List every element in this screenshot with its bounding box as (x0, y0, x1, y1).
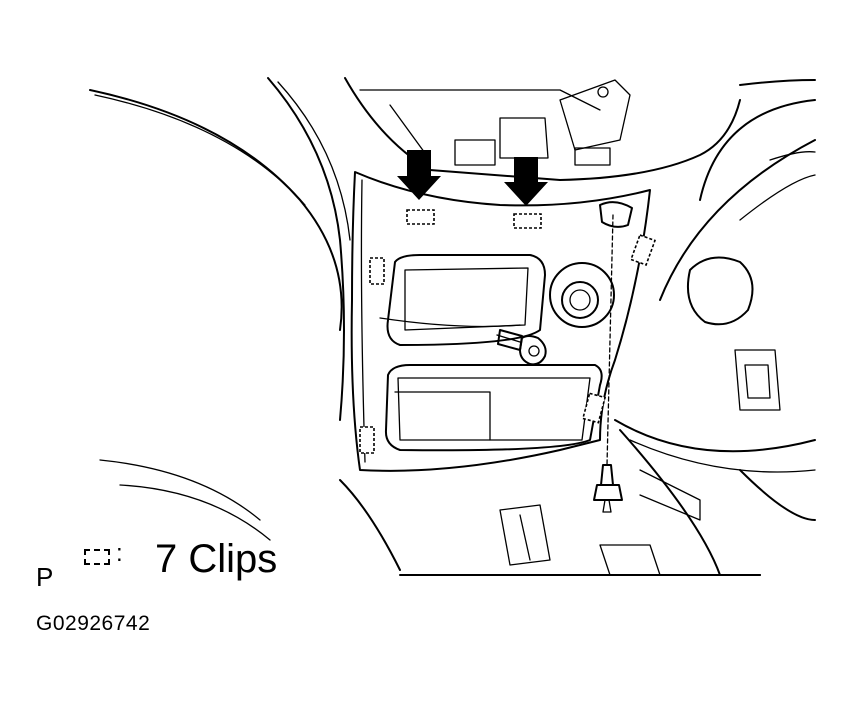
clip-icon (406, 209, 435, 225)
legend-separator: : (116, 540, 123, 567)
clip-icon (581, 392, 607, 424)
clip-markers (359, 209, 656, 454)
push-arrow-left-icon (397, 150, 441, 200)
figure-code: G02926742 (36, 612, 151, 635)
dashed-clip-icon (84, 549, 110, 565)
clip-icon (369, 257, 385, 285)
push-arrow-right-icon (504, 157, 548, 206)
bolt-icon (593, 214, 623, 513)
panel-letter: P (36, 562, 54, 592)
clip-icon (513, 213, 542, 229)
clip-icon (359, 426, 375, 454)
clips-count-label: 7 Clips (155, 537, 278, 581)
clip-icon (630, 234, 656, 266)
screw-icon (496, 329, 547, 366)
dashboard-background (89, 77, 816, 576)
lower-trim-panel (350, 171, 651, 472)
